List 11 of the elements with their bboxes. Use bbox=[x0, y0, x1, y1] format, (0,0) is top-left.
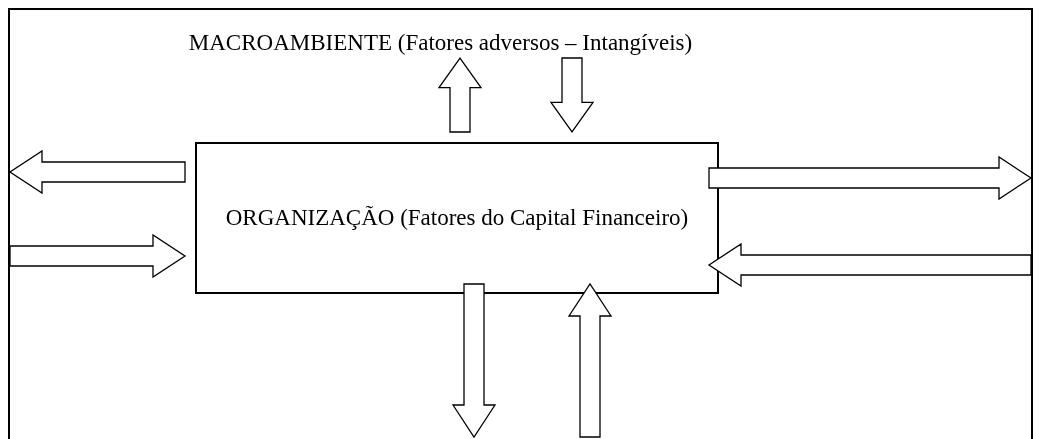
block-arrow bbox=[451, 283, 497, 439]
box-label: ORGANIZAÇÃO (Fatores do Capital Financeiro) bbox=[225, 205, 689, 231]
block-arrow bbox=[708, 155, 1033, 201]
block-arrow bbox=[9, 233, 187, 279]
organization-box bbox=[195, 142, 719, 294]
block-arrow bbox=[567, 282, 613, 438]
block-arrow bbox=[707, 242, 1032, 288]
block-arrow bbox=[549, 57, 595, 134]
block-arrow bbox=[8, 149, 186, 195]
block-arrow bbox=[437, 56, 483, 133]
frame-heading: MACROAMBIENTE (Fatores adversos – Intangíveis) bbox=[187, 30, 694, 56]
